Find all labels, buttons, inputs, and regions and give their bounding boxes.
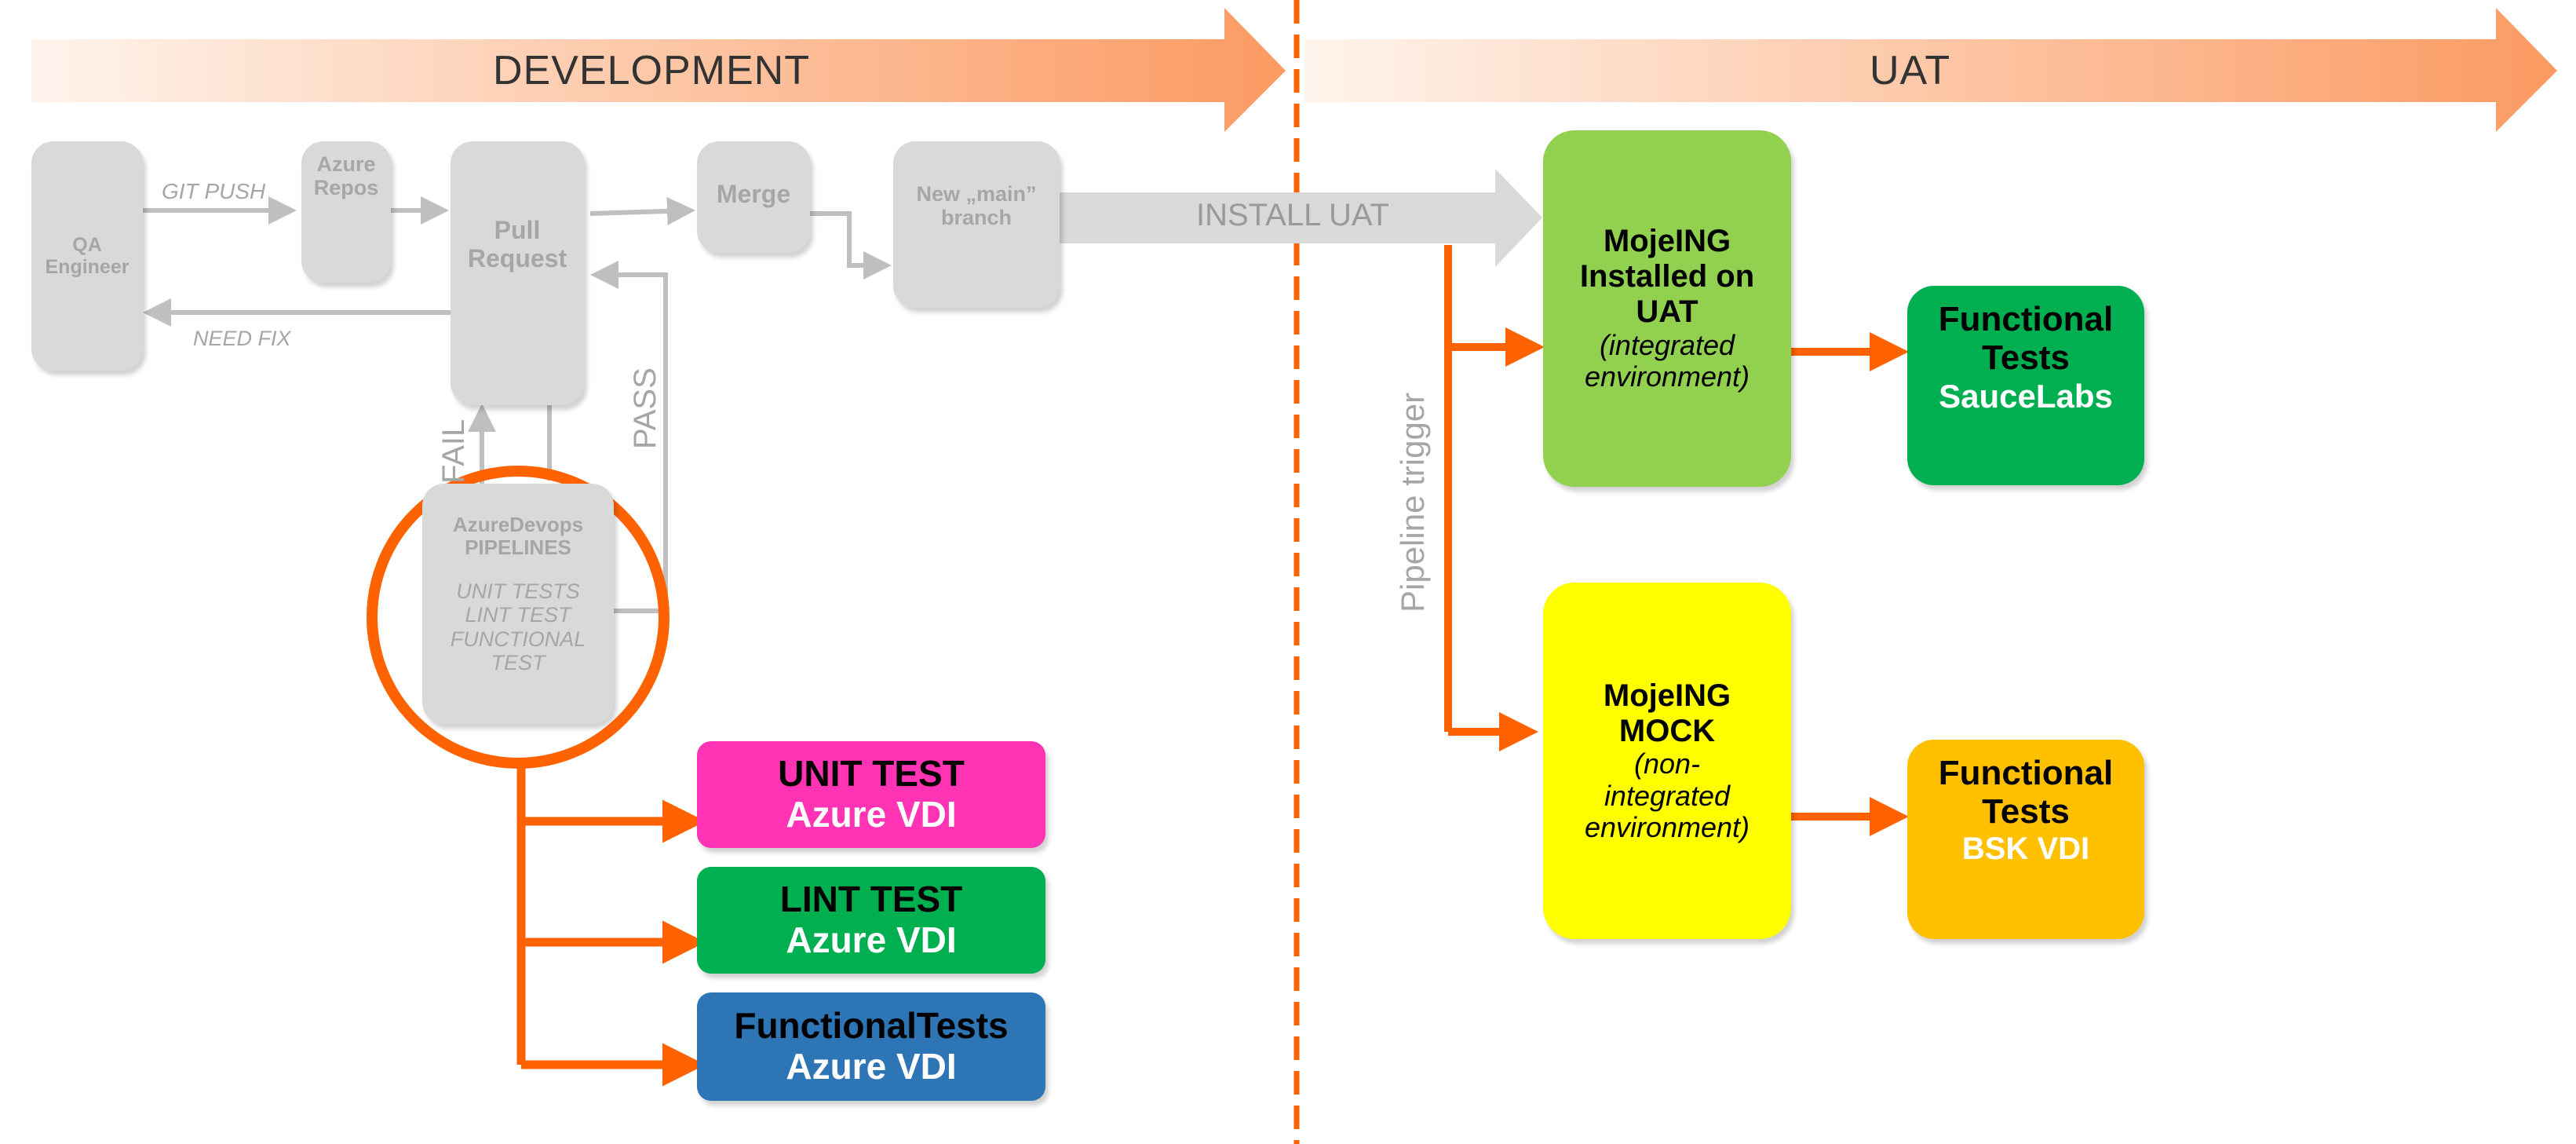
functional-tests-vdi-title: FunctionalTests: [734, 1005, 1009, 1047]
development-phase-arrow: [31, 8, 1286, 132]
azure-repos-line-1: Azure: [316, 152, 376, 176]
merge-node: Merge: [697, 141, 810, 253]
azure-repos-line-2: Repos: [313, 176, 379, 200]
mojeing-uat-note-1: (integrated: [1599, 328, 1735, 361]
pull-request-line-1: Pull: [494, 216, 541, 244]
new-main-branch-line-2: branch: [940, 206, 1013, 230]
unit-test-title: UNIT TEST: [778, 753, 965, 795]
pipelines-item: UNIT TESTS: [456, 579, 580, 604]
install-uat-label: INSTALL UAT: [1196, 198, 1389, 232]
merge-to-branch-connector: [810, 211, 892, 280]
pass-label: PASS: [628, 367, 662, 449]
uat-phase-arrow: [1304, 8, 2557, 132]
functional-saucelabs-node: Functional Tests SauceLabs: [1907, 286, 2144, 485]
mojeing-uat-line-2: Installed on: [1579, 259, 1755, 294]
mojeing-mock-line-2: MOCK: [1618, 713, 1716, 748]
pull-request-line-2: Request: [467, 243, 567, 272]
azure-repos-node: Azure Repos: [301, 141, 391, 283]
mojeing-mock-note-2: integrated: [1604, 779, 1731, 812]
mojeing-uat-note-2: environment): [1584, 360, 1750, 393]
unit-test-env: Azure VDI: [786, 794, 957, 835]
merge-label: Merge: [716, 180, 791, 208]
lint-test-env: Azure VDI: [786, 919, 957, 960]
functional-saucelabs-line-2: Tests: [1982, 338, 2070, 378]
pipelines-highlight-ring: [367, 466, 670, 769]
functional-bsk-env: BSK VDI: [1961, 831, 2090, 866]
mojeing-uat-node: MojeING Installed on UAT (integrated env…: [1543, 130, 1791, 487]
mojeing-mock-note-1: (non-: [1633, 747, 1701, 780]
need-fix-label: NEED FIX: [193, 327, 291, 350]
pipelines-subtitle: PIPELINES: [465, 535, 571, 560]
qa-engineer-node: QA Engineer: [31, 141, 143, 371]
functional-bsk-line-2: Tests: [1982, 792, 2070, 832]
pass-connector: [590, 261, 668, 613]
mojeing-mock-line-1: MojeING: [1603, 678, 1731, 713]
pipelines-item: TEST: [491, 650, 545, 674]
unit-test-node: UNIT TEST Azure VDI: [697, 741, 1045, 848]
azuredevops-pipelines-node: AzureDevops PIPELINES UNIT TESTS LINT TE…: [422, 484, 614, 724]
pr-to-merge-connector: [589, 196, 695, 225]
mojeing-uat-line-1: MojeING: [1603, 224, 1731, 259]
development-phase-label: DEVELOPMENT: [493, 48, 810, 93]
new-main-branch-line-1: New „main”: [916, 182, 1037, 206]
mojeing-mock-note-3: environment): [1584, 810, 1750, 843]
uat-phase-label: UAT: [1870, 48, 1951, 93]
qa-engineer-line-2: Engineer: [45, 256, 130, 278]
lint-test-node: LINT TEST Azure VDI: [697, 867, 1045, 974]
pipelines-title: AzureDevops: [452, 513, 584, 536]
functional-bsk-line-1: Functional: [1938, 754, 2114, 792]
functional-tests-vdi-node: FunctionalTests Azure VDI: [697, 992, 1045, 1101]
lint-test-title: LINT TEST: [779, 879, 963, 920]
git-push-label: GIT PUSH: [162, 179, 266, 203]
pipeline-trigger-label: Pipeline trigger: [1394, 392, 1431, 612]
qa-engineer-line-1: QA: [72, 234, 102, 256]
mojeing-uat-line-3: UAT: [1636, 294, 1698, 330]
functional-tests-vdi-env: Azure VDI: [786, 1046, 957, 1087]
new-main-branch-node: New „main” branch: [893, 141, 1060, 308]
pipelines-item: FUNCTIONAL: [450, 627, 586, 651]
functional-saucelabs-line-1: Functional: [1938, 300, 2114, 338]
fail-label: FAIL: [436, 418, 471, 484]
pipelines-item: LINT TEST: [465, 603, 571, 627]
install-uat-arrow: [1060, 169, 1542, 267]
functional-saucelabs-env: SauceLabs: [1939, 377, 2113, 415]
pull-request-node: Pull Request: [451, 141, 584, 405]
mojeing-mock-node: MojeING MOCK (non- integrated environmen…: [1543, 583, 1791, 939]
functional-bsk-node: Functional Tests BSK VDI: [1907, 740, 2144, 939]
